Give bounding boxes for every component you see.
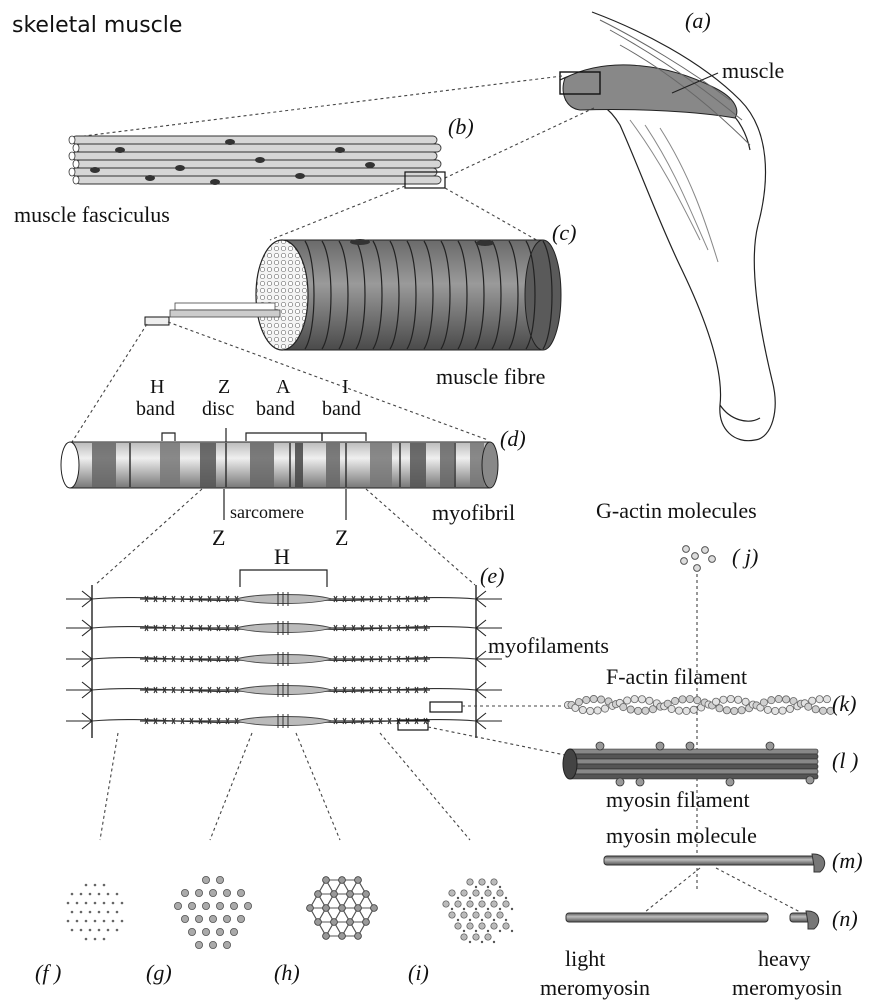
sarcomere-marker: sarcomere Z Z bbox=[212, 489, 348, 550]
myofibril-cylinder bbox=[61, 442, 498, 488]
label-fasciculus: muscle fasciculus bbox=[14, 202, 170, 227]
diagram-title: skeletal muscle bbox=[12, 13, 182, 38]
cross-section-h bbox=[307, 877, 378, 940]
label-z-right: Z bbox=[335, 525, 348, 550]
label-m-letter: (m) bbox=[832, 848, 863, 873]
label-j-letter: ( j) bbox=[732, 544, 758, 569]
band-a-top: A bbox=[276, 376, 291, 398]
label-myofibril: myofibril bbox=[432, 500, 515, 525]
label-c-letter: (c) bbox=[552, 220, 576, 245]
label-f-actin: F-actin filament bbox=[606, 664, 747, 689]
label-h-zone: H bbox=[274, 544, 290, 569]
band-z-top: Z bbox=[218, 376, 230, 398]
band-a-bottom: band bbox=[256, 398, 295, 420]
label-z-left: Z bbox=[212, 525, 225, 550]
label-heavy-1: heavy bbox=[758, 946, 811, 971]
cross-section-g bbox=[174, 876, 251, 948]
band-z-bottom: disc bbox=[202, 398, 234, 420]
g-actin-molecules bbox=[681, 546, 716, 572]
muscle-fibre-cylinder bbox=[145, 239, 561, 350]
label-myosin-filament: myosin filament bbox=[606, 787, 750, 812]
label-g-letter: (g) bbox=[146, 960, 172, 985]
myosin-molecule bbox=[604, 854, 825, 872]
label-k-letter: (k) bbox=[832, 691, 856, 716]
band-labels: H band Z disc A band I band bbox=[136, 376, 366, 442]
label-myosin-molecule: myosin molecule bbox=[606, 823, 757, 848]
cross-section-i bbox=[443, 879, 513, 943]
label-f-letter: (f ) bbox=[35, 960, 61, 985]
band-h-bottom: band bbox=[136, 398, 175, 420]
label-e-letter: (e) bbox=[480, 563, 504, 588]
heavy-meromyosin-head bbox=[790, 911, 819, 929]
sarcomere-myofilaments bbox=[66, 570, 502, 738]
meromyosin-fragments bbox=[566, 911, 819, 929]
label-g-actin: G-actin molecules bbox=[596, 498, 757, 523]
label-myofilaments: myofilaments bbox=[488, 633, 609, 658]
label-n-letter: (n) bbox=[832, 906, 858, 931]
label-light-1: light bbox=[565, 946, 605, 971]
label-heavy-2: meromyosin bbox=[732, 975, 842, 1000]
band-i-bottom: band bbox=[322, 398, 361, 420]
light-meromyosin-rod bbox=[566, 913, 768, 922]
fasciculus-bundle bbox=[69, 136, 445, 188]
label-sarcomere: sarcomere bbox=[230, 502, 304, 522]
label-b-letter: (b) bbox=[448, 114, 474, 139]
label-h-letter: (h) bbox=[274, 960, 300, 985]
label-d-letter: (d) bbox=[500, 426, 526, 451]
f-actin-filament bbox=[564, 695, 834, 714]
band-i-top: I bbox=[342, 376, 349, 398]
myosin-filament bbox=[563, 742, 818, 786]
cross-section-f bbox=[67, 884, 124, 941]
label-light-2: meromyosin bbox=[540, 975, 650, 1000]
label-muscle-fibre: muscle fibre bbox=[436, 364, 545, 389]
label-a-letter: (a) bbox=[685, 8, 711, 33]
label-muscle: muscle bbox=[722, 58, 784, 83]
label-l-letter: (l ) bbox=[832, 748, 858, 773]
label-i-letter: (i) bbox=[408, 960, 429, 985]
band-h-top: H bbox=[150, 376, 164, 398]
